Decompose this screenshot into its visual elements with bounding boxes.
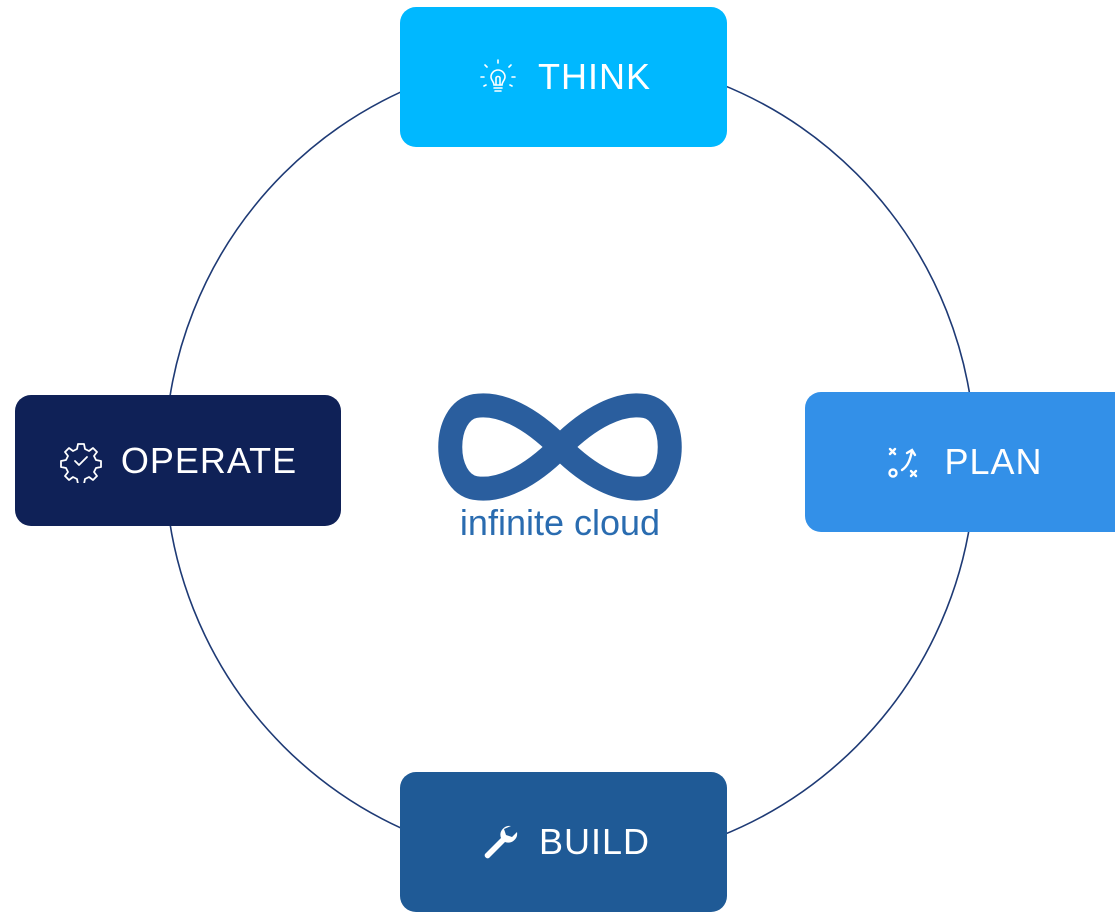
strategy-icon — [882, 440, 926, 484]
stage-build[interactable]: BUILD — [400, 772, 727, 912]
infinite-cloud-logo: infinite cloud — [420, 392, 720, 552]
stage-think[interactable]: THINK — [400, 7, 727, 147]
stage-build-label: BUILD — [538, 821, 651, 862]
brand-name: infinite cloud — [459, 502, 661, 543]
stage-plan-label: PLAN — [944, 441, 1043, 482]
gear-check-icon — [59, 439, 103, 483]
stage-think-label: THINK — [538, 56, 651, 97]
wrench-icon — [477, 820, 521, 864]
stage-operate-label: OPERATE — [120, 439, 298, 481]
infinity-icon — [438, 393, 682, 501]
stage-operate[interactable]: OPERATE — [15, 395, 341, 526]
stage-plan[interactable]: PLAN — [805, 392, 1115, 532]
lightbulb-icon — [476, 55, 520, 99]
